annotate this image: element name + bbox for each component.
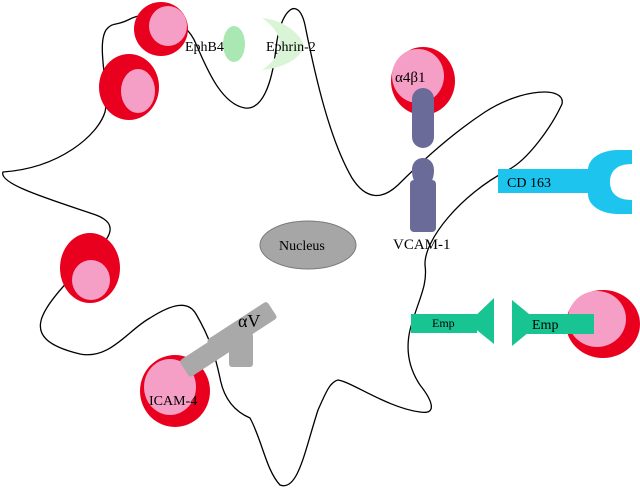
cd163-stem [498,169,600,193]
red-blood-cell-left [60,233,120,303]
ephb4-receptor [223,26,245,62]
emp-macrophage-label: Emp [432,316,455,330]
emp-erythroblast-label: Emp [532,318,558,333]
red-blood-cell-top [134,2,188,56]
ephrin-2-label: Ephrin-2 [266,40,316,55]
icam-4-label: ICAM-4 [149,394,197,409]
av-label: αV [238,311,260,331]
emp-erythroblast [512,300,594,346]
red-blood-cell-a4b1 [391,47,455,115]
a4b1-label: α4β1 [395,70,426,86]
ephb4-label: EphB4 [185,40,224,55]
nucleus-label: Nucleus [279,239,325,254]
vcam-1-label: VCAM-1 [393,237,451,253]
ephrin-2-ligand [262,18,304,70]
a4b1-integrin [412,88,434,148]
emp-macrophage [411,298,494,344]
nucleus [259,220,357,270]
macrophage-membrane [2,8,563,487]
red-blood-cell-upper-left [99,54,159,120]
av-integrin [180,302,277,377]
vcam-1-stalk [410,180,436,232]
cd163-label: CD 163 [507,176,551,191]
cd163-receptor-head [588,150,632,214]
